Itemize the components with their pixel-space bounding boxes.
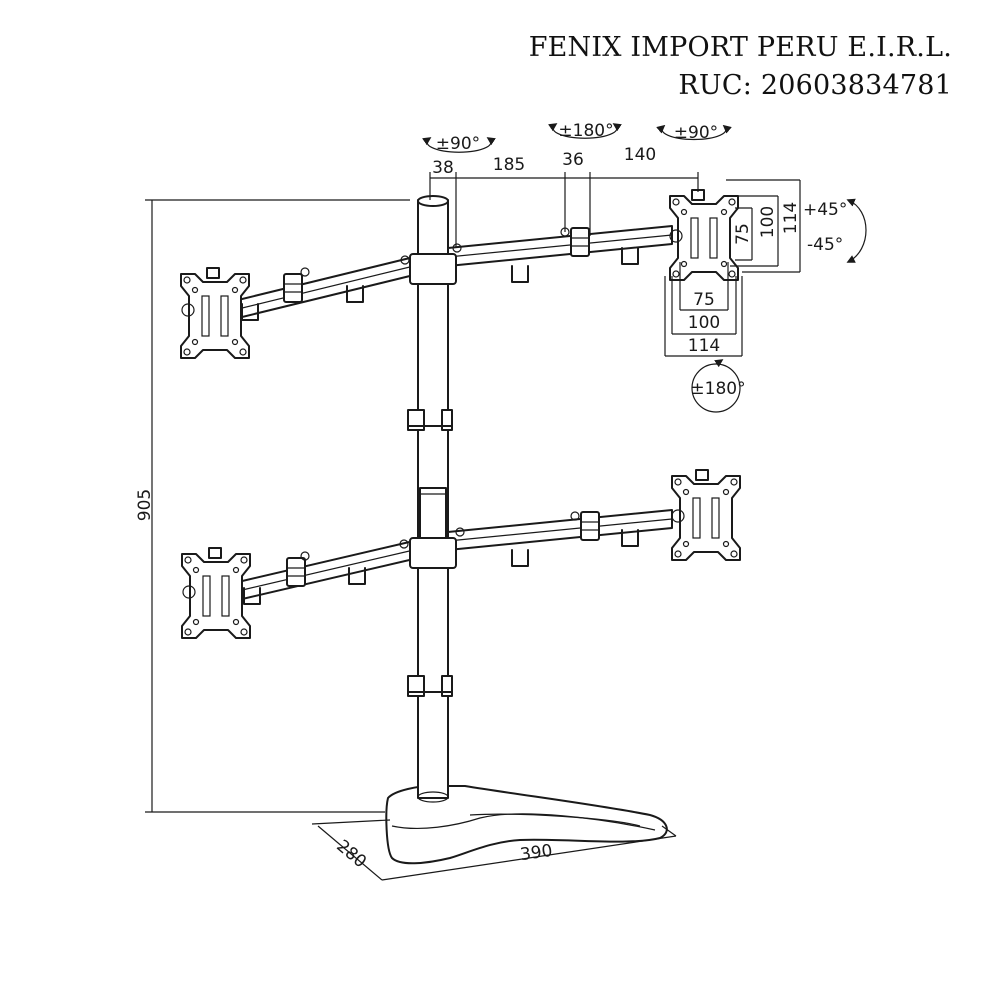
tilt-down-label: -45°	[807, 235, 843, 255]
head-swivel-indicator: ±90°	[656, 123, 732, 143]
arm-seg-3-label: 36	[562, 150, 584, 170]
vesa-plate-bottom-left	[181, 547, 251, 639]
rotation-indicator: ±180°	[690, 359, 746, 413]
company-name: FENIX IMPORT PERU E.I.R.L.	[528, 32, 952, 63]
vesa-v-100-label: 100	[758, 206, 778, 238]
tilt-up-label: +45°	[803, 200, 847, 220]
arm-seg-4-label: 140	[624, 145, 656, 165]
vesa-horizontal-dimensions: 75 100 114	[664, 262, 743, 357]
tilt-indicator: +45° -45°	[803, 198, 867, 263]
pole-swivel-indicator: ±90°	[422, 134, 496, 154]
pole-swivel-label: ±90°	[436, 134, 480, 154]
elbow-swivel-label: ±180°	[558, 121, 613, 141]
arm-seg-1-label: 38	[432, 158, 454, 178]
arm-seg-2-label: 185	[493, 155, 525, 175]
height-dimension: 905	[135, 199, 410, 813]
elbow-swivel-indicator: ±180°	[548, 121, 622, 141]
height-label: 905	[135, 489, 155, 521]
vesa-plate-top-left	[180, 267, 250, 359]
lower-arm	[237, 509, 673, 605]
vesa-plate-bottom-right	[671, 469, 741, 561]
vesa-vertical-dimensions: 75 100 114	[726, 179, 801, 273]
vesa-h-75-label: 75	[693, 290, 715, 310]
vesa-v-114-label: 114	[781, 202, 801, 234]
base-depth-label: 280	[332, 836, 370, 872]
pole-cable-clip-bottom	[407, 675, 453, 697]
vesa-h-100-label: 100	[688, 313, 720, 333]
upper-arm	[237, 225, 673, 321]
company-ruc: RUC: 20603834781	[678, 70, 952, 101]
arm-dimension-line: 38 185 36 140	[429, 145, 699, 248]
stand-base	[385, 785, 668, 865]
pole-cable-clip-top	[407, 409, 453, 431]
vesa-h-114-label: 114	[688, 336, 720, 356]
pole	[417, 195, 449, 803]
vesa-v-75-label: 75	[733, 223, 753, 245]
rotation-label: ±180°	[690, 379, 745, 399]
head-swivel-label: ±90°	[674, 123, 718, 143]
base-width-label: 390	[519, 841, 554, 865]
